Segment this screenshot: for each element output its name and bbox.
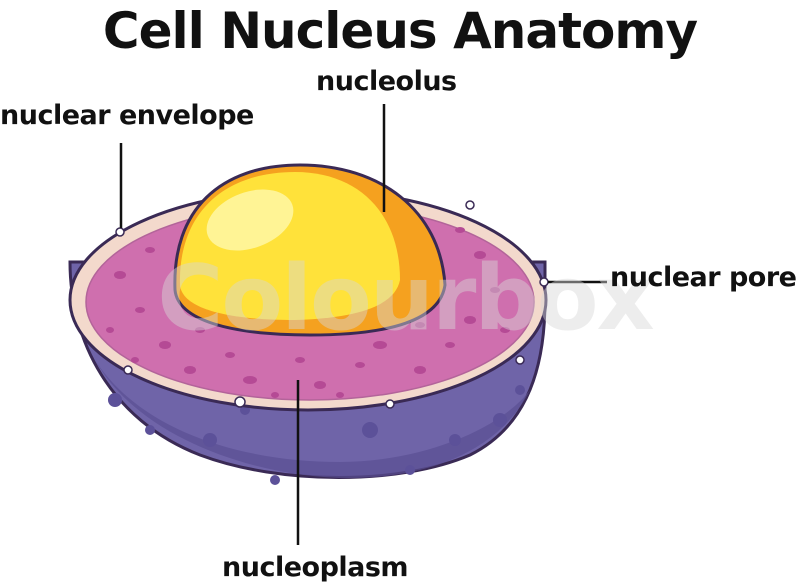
label-nuclear-envelope: nuclear envelope [0,100,254,131]
diagram-title: Cell Nucleus Anatomy [102,2,698,60]
label-nucleoplasm: nucleoplasm [222,552,409,583]
leader-lines [119,104,607,545]
label-nucleolus: nucleolus [316,66,457,97]
shell-spots [108,385,525,485]
nucleolus-highlight [206,189,294,251]
label-nuclear-pore: nuclear pore [610,262,797,293]
nucleoplasm-speckles [106,227,510,398]
